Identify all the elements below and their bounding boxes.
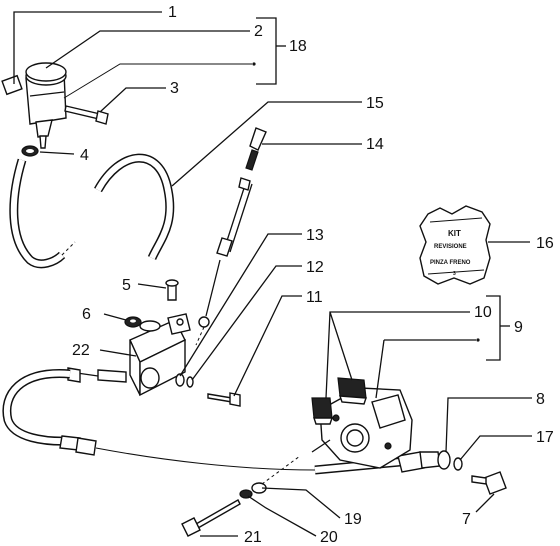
callout-16: 16 <box>536 235 554 252</box>
callout-3: 3 <box>170 80 179 97</box>
banjo-bolt-7 <box>471 471 507 495</box>
bolt-11 <box>207 392 241 407</box>
fluid-reservoir <box>1 62 67 149</box>
callout-21: 21 <box>244 529 262 546</box>
callout-4: 4 <box>80 147 89 164</box>
kit-label-line3: PINZA FRENO <box>430 260 471 266</box>
washer-13 <box>175 373 185 387</box>
banjo-fitting-8 <box>437 450 451 470</box>
washer-17 <box>453 457 463 471</box>
washer-12 <box>186 376 194 388</box>
callout-10: 10 <box>474 304 492 321</box>
callout-20: 20 <box>320 529 338 546</box>
master-cylinder-22 <box>129 279 191 397</box>
svg-text:3: 3 <box>453 271 456 277</box>
screw-3 <box>64 105 109 125</box>
callout-13: 13 <box>306 227 324 244</box>
repair-kit-package-16: KIT REVISIONE PINZA FRENO 3 <box>419 205 491 285</box>
assembly-axis-line <box>261 455 301 485</box>
nut-6 <box>124 316 142 328</box>
callout-18: 18 <box>289 38 307 55</box>
kit-label-line2: REVISIONE <box>434 244 467 250</box>
brake-caliper <box>311 387 413 469</box>
brake-pads-10 <box>311 377 367 425</box>
leader-lines <box>13 11 532 537</box>
bolt-21 <box>181 499 241 537</box>
callout-5: 5 <box>122 277 131 294</box>
callout-9: 9 <box>514 319 523 336</box>
callout-19: 19 <box>344 511 362 528</box>
callout-11: 11 <box>306 289 323 306</box>
callout-1: 1 <box>168 4 177 21</box>
callout-7: 7 <box>462 511 471 528</box>
callout-8: 8 <box>536 391 545 408</box>
callout-2: 2 <box>254 23 263 40</box>
callout-14: 14 <box>366 136 384 153</box>
long-hose-15 <box>94 153 175 260</box>
kit-label-line1: KIT <box>448 229 461 238</box>
stoplight-switch-14 <box>195 127 267 346</box>
callout-22: 22 <box>72 342 90 359</box>
hose-clamp-4 <box>21 145 39 157</box>
reservoir-hose <box>9 158 76 269</box>
callout-numbers: 1 2 18 3 4 15 14 13 12 11 5 6 22 10 9 16… <box>72 4 554 546</box>
callout-15: 15 <box>366 95 384 112</box>
callout-6: 6 <box>82 306 91 323</box>
callout-12: 12 <box>306 259 324 276</box>
callout-17: 17 <box>536 429 554 446</box>
